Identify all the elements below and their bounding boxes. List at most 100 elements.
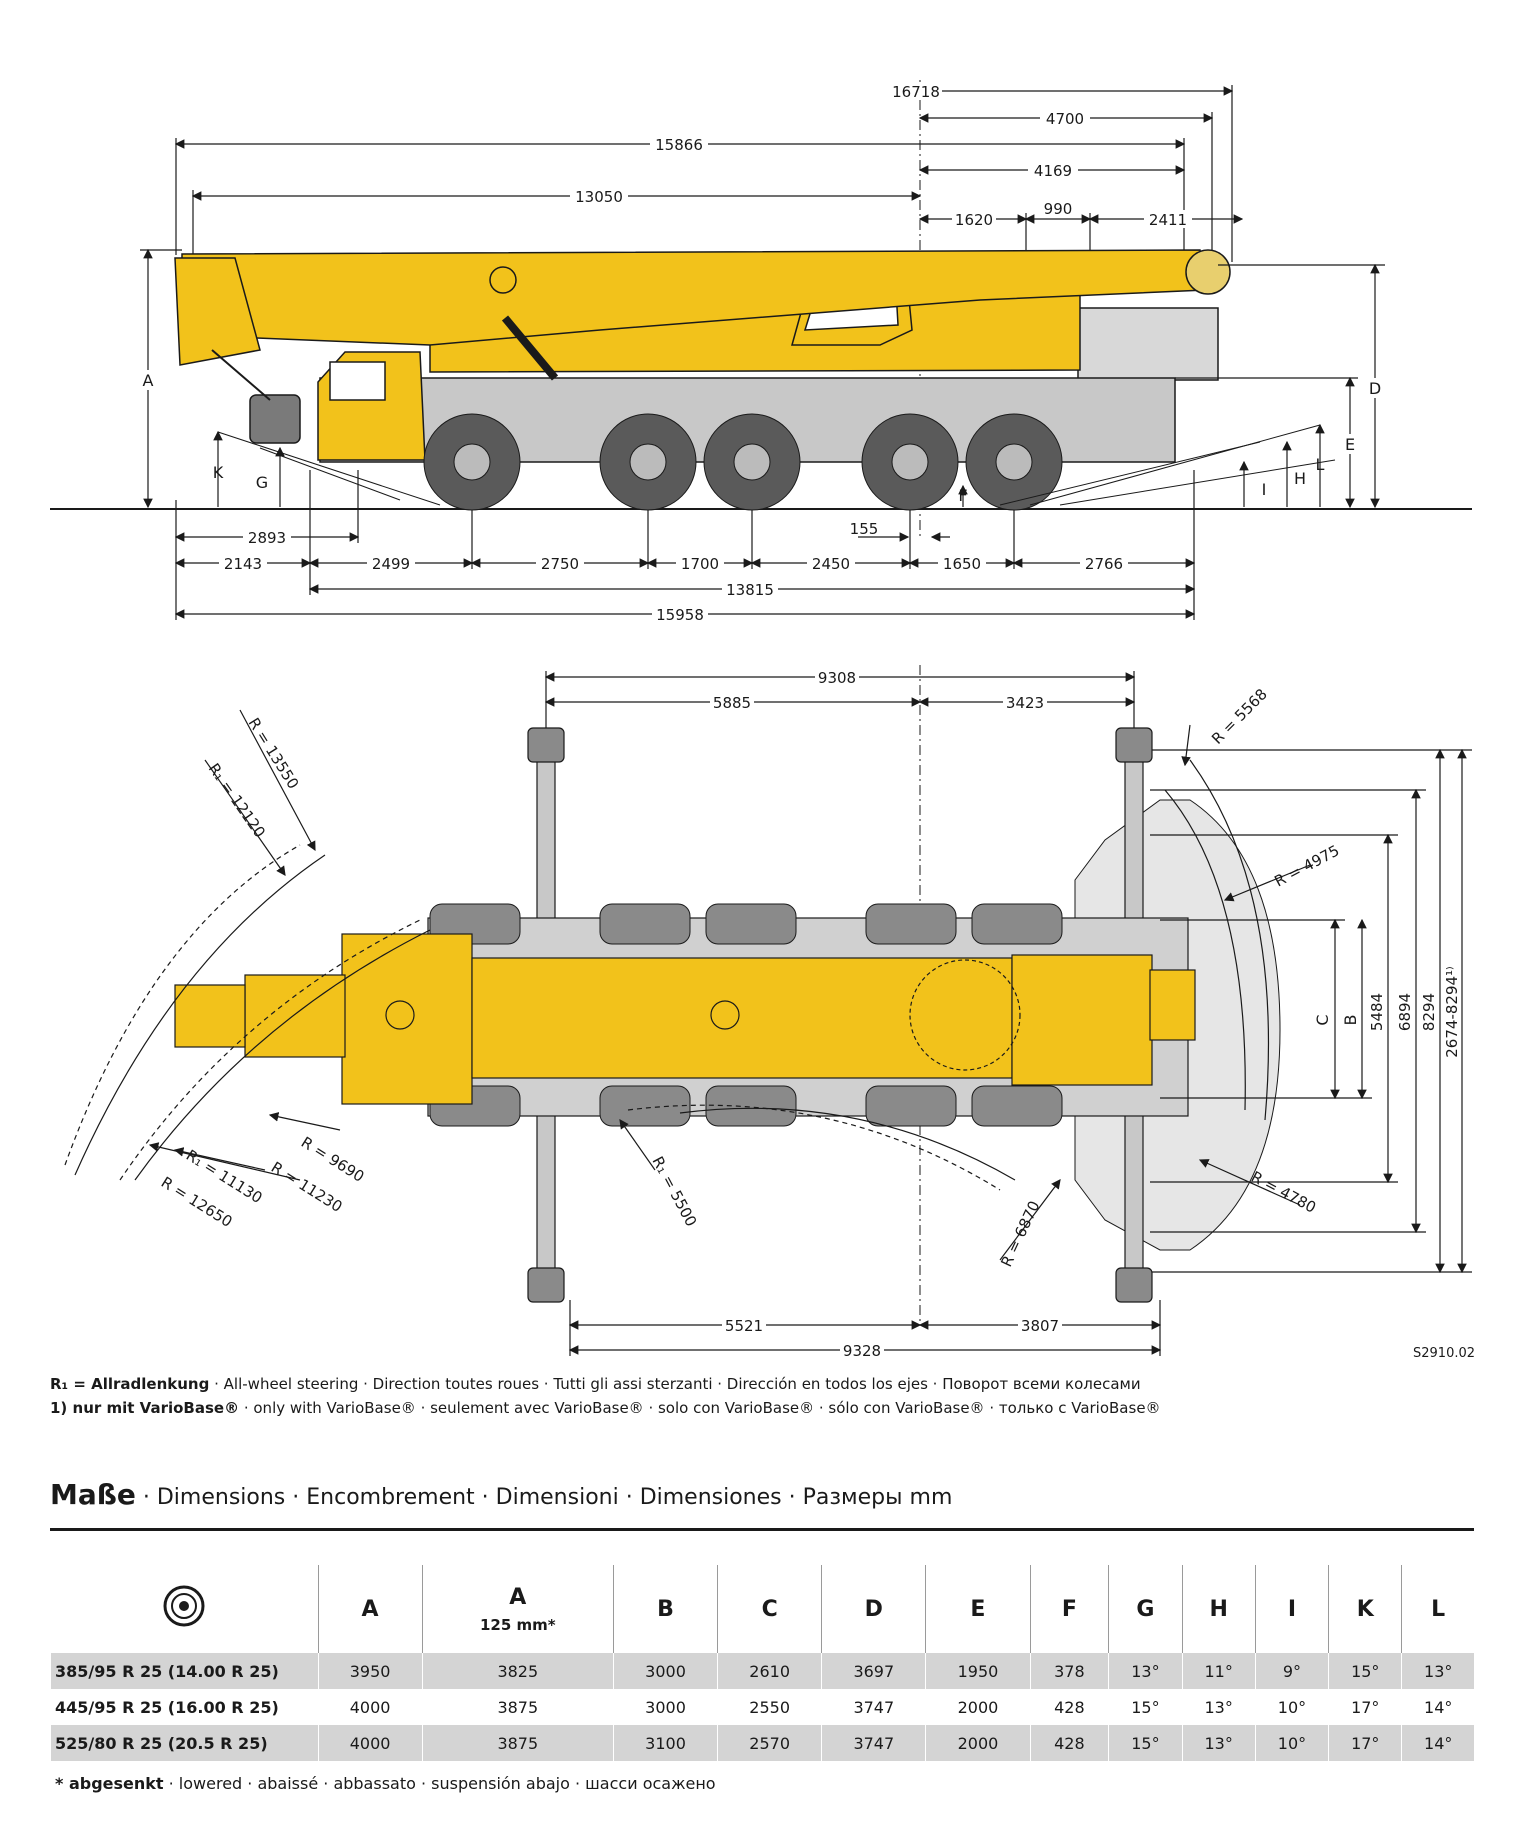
radius-r1-12120: R₁ = 12120 bbox=[205, 760, 269, 841]
cell-A: 4000 bbox=[317, 1725, 423, 1761]
cell-H: 11° bbox=[1181, 1653, 1256, 1689]
cell-A: 3950 bbox=[317, 1653, 423, 1689]
dim-13050: 13050 bbox=[575, 188, 623, 206]
dim-13815: 13815 bbox=[726, 581, 774, 599]
side-vertical-letters: A K G F I H L E D bbox=[138, 370, 1385, 505]
luffing-cylinder bbox=[501, 315, 559, 381]
dim-9308: 9308 bbox=[818, 669, 856, 687]
col-A: A bbox=[317, 1565, 423, 1653]
cell-K: 17° bbox=[1328, 1689, 1402, 1725]
dim-5484: 5484 bbox=[1368, 993, 1386, 1031]
label-L: L bbox=[1316, 455, 1325, 474]
cell-L: 13° bbox=[1401, 1653, 1474, 1689]
dim-15958: 15958 bbox=[656, 606, 704, 624]
col-A-lowered-sub: 125 mm* bbox=[479, 1615, 556, 1634]
dim-5885: 5885 bbox=[713, 694, 751, 712]
side-top-dimension-labels: 16718 4700 15866 4169 13050 1620 990 241… bbox=[570, 82, 1192, 229]
cell-B: 3000 bbox=[612, 1689, 718, 1725]
cell-F: 428 bbox=[1029, 1689, 1109, 1725]
col-D: D bbox=[821, 1565, 926, 1653]
dim-2893: 2893 bbox=[248, 529, 286, 547]
note-1-bold: 1) nur mit VarioBase® bbox=[50, 1399, 240, 1417]
cell-I: 10° bbox=[1254, 1725, 1329, 1761]
radius-13550: R = 13550 bbox=[245, 715, 303, 793]
col-L: L bbox=[1401, 1565, 1474, 1653]
cell-A-lowered: 3875 bbox=[421, 1725, 614, 1761]
footnote-text: · lowered · abaissé · abbassato · suspen… bbox=[163, 1774, 716, 1793]
cell-H: 13° bbox=[1181, 1689, 1256, 1725]
cell-C: 2610 bbox=[717, 1653, 822, 1689]
table-row: 445/95 R 25 (16.00 R 25) 4000 3875 3000 … bbox=[50, 1689, 1474, 1725]
col-H: H bbox=[1181, 1565, 1256, 1653]
cell-C: 2570 bbox=[717, 1725, 822, 1761]
cell-D: 3747 bbox=[821, 1689, 926, 1725]
col-G: G bbox=[1108, 1565, 1183, 1653]
cell-I: 9° bbox=[1254, 1653, 1329, 1689]
drawing-code: S2910.02 bbox=[1413, 1346, 1475, 1360]
cell-D: 3697 bbox=[821, 1653, 926, 1689]
cell-G: 15° bbox=[1108, 1689, 1183, 1725]
col-E: E bbox=[925, 1565, 1031, 1653]
dim-1650: 1650 bbox=[943, 555, 981, 573]
wheel-axle-3 bbox=[703, 413, 801, 511]
label-K: K bbox=[213, 463, 224, 482]
top-view-drawing: 9308 5885 3423 bbox=[64, 665, 1475, 1360]
cell-F: 428 bbox=[1029, 1725, 1109, 1761]
dimensions-title: Maße · Dimensions · Encombrement · Dimen… bbox=[50, 1478, 952, 1511]
dim-2766: 2766 bbox=[1085, 555, 1123, 573]
side-view-drawing: 16718 4700 15866 4169 13050 1620 990 241… bbox=[50, 80, 1472, 624]
col-I: I bbox=[1254, 1565, 1329, 1653]
dimensions-title-bold: Maße bbox=[50, 1478, 136, 1511]
cell-G: 15° bbox=[1108, 1725, 1183, 1761]
cell-H: 13° bbox=[1181, 1725, 1256, 1761]
counterweight-block bbox=[1077, 307, 1219, 381]
label-B: B bbox=[1341, 1015, 1360, 1026]
label-E: E bbox=[1345, 435, 1355, 454]
dim-3423: 3423 bbox=[1006, 694, 1044, 712]
dim-3807: 3807 bbox=[1021, 1317, 1059, 1335]
footnote-bold: * abgesenkt bbox=[55, 1774, 164, 1793]
cell-K: 15° bbox=[1328, 1653, 1402, 1689]
tyre-cell: 385/95 R 25 (14.00 R 25) bbox=[50, 1653, 318, 1689]
label-I: I bbox=[1262, 480, 1267, 499]
label-A: A bbox=[143, 371, 154, 390]
dim-2143: 2143 bbox=[224, 555, 262, 573]
cell-C: 2550 bbox=[717, 1689, 822, 1725]
radius-4780: R = 4780 bbox=[1248, 1168, 1319, 1217]
wheel-axle-4 bbox=[861, 413, 959, 511]
col-K: K bbox=[1328, 1565, 1402, 1653]
crane-side-silhouette bbox=[174, 249, 1231, 463]
approach-angle-lines bbox=[217, 424, 1336, 506]
col-F: F bbox=[1029, 1565, 1109, 1653]
cell-B: 3000 bbox=[612, 1653, 718, 1689]
cell-K: 17° bbox=[1328, 1725, 1402, 1761]
top-view-right-dimension-labels: C B 5484 6894 8294 2674-8294¹⁾ bbox=[1313, 966, 1461, 1057]
side-bottom-dimension-labels: 2893 155 2143 2499 2750 1700 2450 1650 2… bbox=[219, 520, 1128, 624]
table-row: 525/80 R 25 (20.5 R 25) 4000 3875 3100 2… bbox=[50, 1725, 1474, 1761]
dim-6894: 6894 bbox=[1396, 993, 1414, 1031]
label-H: H bbox=[1294, 469, 1306, 488]
col-A-lowered-letter: A bbox=[509, 1584, 527, 1610]
tyre-header bbox=[51, 1565, 319, 1653]
dimensions-title-rest: · Dimensions · Encombrement · Dimensioni… bbox=[135, 1485, 953, 1510]
tyre-icon bbox=[163, 1585, 205, 1627]
cell-E: 2000 bbox=[925, 1725, 1031, 1761]
label-G: G bbox=[256, 473, 268, 492]
dim-8294: 8294 bbox=[1420, 993, 1438, 1031]
tyre-cell: 525/80 R 25 (20.5 R 25) bbox=[50, 1725, 318, 1761]
cell-A-lowered: 3825 bbox=[421, 1653, 614, 1689]
col-C: C bbox=[717, 1565, 822, 1653]
cell-I: 10° bbox=[1254, 1689, 1329, 1725]
dim-2674-8294: 2674-8294¹⁾ bbox=[1443, 966, 1461, 1057]
turning-radius-arcs bbox=[64, 709, 1311, 1261]
radius-r1-5500: R₁ = 5500 bbox=[648, 1153, 700, 1229]
wheel-axle-2 bbox=[599, 413, 697, 511]
dim-2411: 2411 bbox=[1149, 211, 1187, 229]
dim-4169: 4169 bbox=[1034, 162, 1072, 180]
note-r1-text: · All-wheel steering · Direction toutes … bbox=[209, 1375, 1141, 1393]
cell-G: 13° bbox=[1108, 1653, 1183, 1689]
tyre-cell: 445/95 R 25 (16.00 R 25) bbox=[50, 1689, 318, 1725]
dim-2450: 2450 bbox=[812, 555, 850, 573]
